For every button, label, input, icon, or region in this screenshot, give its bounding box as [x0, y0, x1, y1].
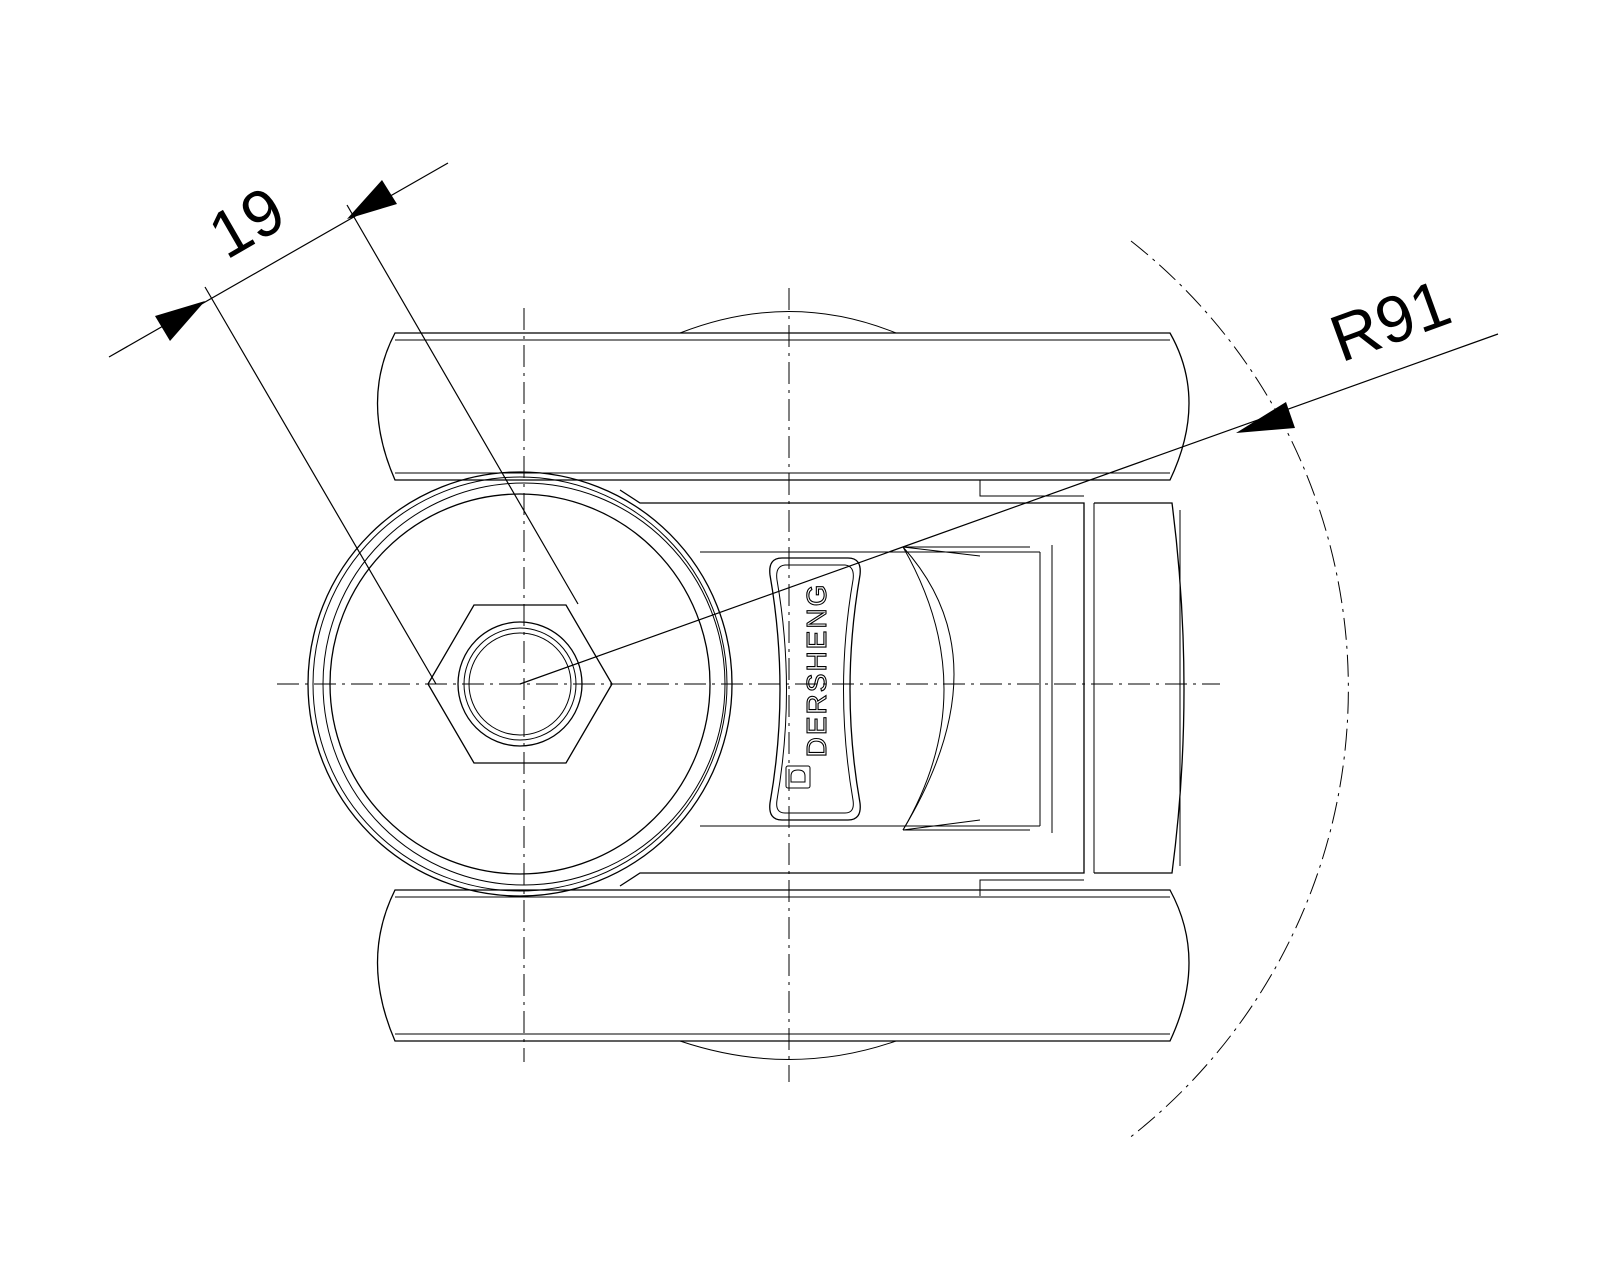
- lower-roller: [376, 889, 1190, 1042]
- dimension-arrow-left: [155, 301, 205, 341]
- fork-body: [619, 480, 1185, 896]
- offset-dimension: 19: [108, 162, 579, 685]
- swivel-radius-arc: [1127, 240, 1349, 1140]
- upper-roller: [376, 332, 1190, 481]
- brand-name: DERSHENG: [801, 583, 832, 758]
- d-logo-icon: [785, 765, 811, 789]
- brake-wedge: [902, 546, 1030, 831]
- radius-dimension-label: R91: [1321, 265, 1460, 376]
- lower-wheel-rim: [679, 1040, 897, 1060]
- center-lines: [277, 288, 1220, 1082]
- radius-arrow: [1236, 402, 1295, 433]
- offset-dimension-label: 19: [196, 172, 297, 273]
- brake-pedal: DERSHENG: [769, 557, 861, 821]
- dimension-arrow-right: [347, 180, 397, 219]
- radius-dimension: R91: [519, 265, 1499, 685]
- upper-wheel-rim: [679, 311, 897, 334]
